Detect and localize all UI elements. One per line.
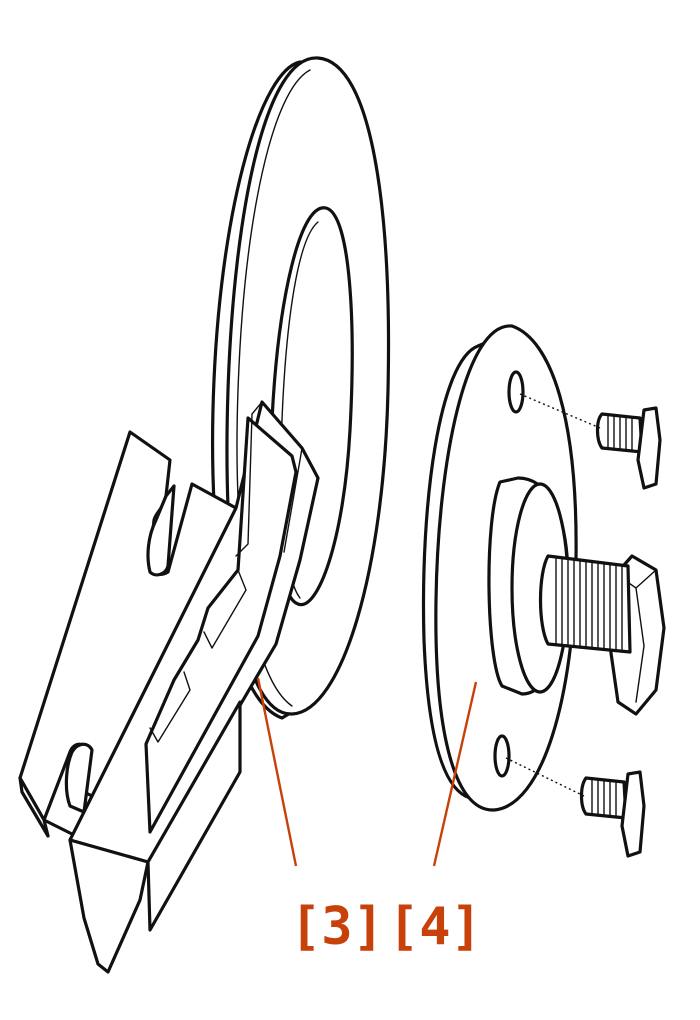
bracket-arm-face bbox=[144, 416, 298, 834]
bracket-base-edge bbox=[18, 776, 50, 838]
callout-3-label: [3] bbox=[290, 897, 384, 957]
mount-stud-threads bbox=[555, 557, 623, 652]
small-bolt-lower-threads bbox=[591, 778, 617, 818]
bracket-lower-tab bbox=[68, 838, 150, 974]
mount-flange-hole-lower bbox=[493, 734, 511, 778]
callout-3-leader bbox=[256, 677, 298, 867]
small-bolt-upper-threads bbox=[607, 414, 633, 452]
mount-flange-hole-upper bbox=[507, 370, 525, 414]
part-4-assembly bbox=[421, 324, 666, 858]
bracket-fold-line bbox=[235, 401, 263, 557]
bracket-fold-line-2 bbox=[283, 447, 303, 553]
small-bolt-upper-head bbox=[636, 406, 662, 490]
mount-threaded-stud bbox=[538, 554, 632, 654]
callout-4-leader bbox=[432, 681, 478, 867]
bracket-rib-2 bbox=[149, 671, 191, 743]
callout-4-label: [4] bbox=[388, 897, 482, 957]
mount-bolt-head-flat-2 bbox=[635, 569, 657, 589]
part-3-assembly bbox=[18, 56, 391, 974]
bracket-rib-1 bbox=[203, 569, 247, 649]
small-bolt-lower-head bbox=[620, 770, 646, 858]
bracket-slot-upper bbox=[146, 484, 176, 577]
bracket-side-flange bbox=[146, 700, 242, 932]
